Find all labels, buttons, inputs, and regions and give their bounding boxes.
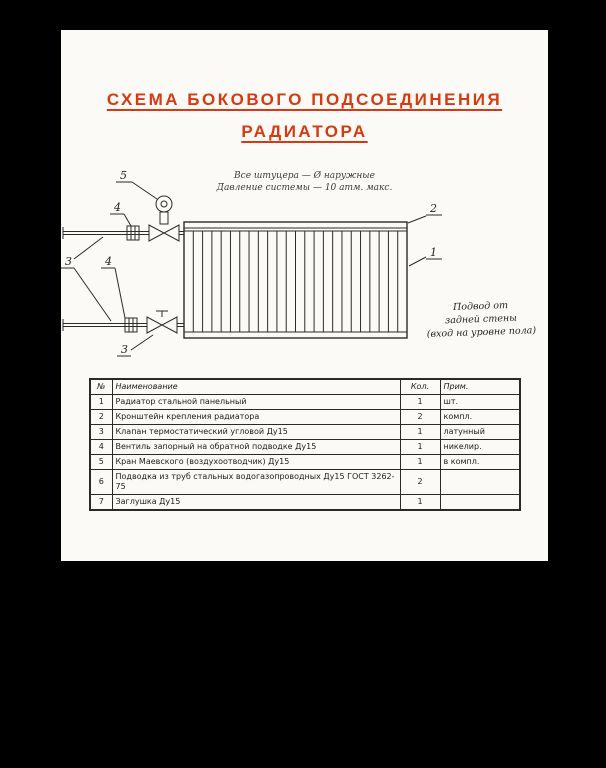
svg-text:3: 3 xyxy=(65,255,72,268)
return-pipe xyxy=(62,317,184,333)
bom-cell-num: 3 xyxy=(89,424,113,440)
bom-cell-qty: 2 xyxy=(399,409,441,425)
callout-5: 5 xyxy=(116,169,158,200)
thermostatic-valve xyxy=(148,195,180,242)
bom-header-note: Прим. xyxy=(439,378,521,395)
table-row: 3 Клапан термостатический угловой Ду15 1… xyxy=(89,424,521,440)
bom-cell-qty: 1 xyxy=(399,439,441,455)
bom-cell-qty: 1 xyxy=(399,494,441,511)
bom-cell-name: Заглушка Ду15 xyxy=(111,494,401,511)
bom-cell-name: Радиатор стальной панельный xyxy=(111,394,401,410)
radiator-diagram: 5 4 3 4 3 xyxy=(61,169,442,357)
callout-3-bottom: 3 xyxy=(117,334,154,357)
callout-4-top: 4 xyxy=(110,201,132,227)
drawing-title: СХЕМА БОКОВОГО ПОДСОЕДИНЕНИЯ РАДИАТОРА xyxy=(61,84,548,148)
bom-header-qty: Кол. xyxy=(399,378,441,395)
bom-cell-qty: 1 xyxy=(399,454,441,470)
bom-header-num: № xyxy=(89,378,113,395)
bom-cell-name: Подводка из труб стальных водогазопровод… xyxy=(111,469,401,495)
bom-cell-num: 5 xyxy=(89,454,113,470)
bom-cell-name: Кран Маевского (воздухоотводчик) Ду15 xyxy=(111,454,401,470)
bom-cell-note: компл. xyxy=(439,409,521,425)
bom-header-name: Наименование xyxy=(111,378,401,395)
svg-text:2: 2 xyxy=(429,202,437,215)
svg-text:4: 4 xyxy=(113,201,121,214)
bom-cell-num: 7 xyxy=(89,494,113,511)
bom-cell-note xyxy=(439,469,521,495)
callout-2: 2 xyxy=(407,202,442,224)
drawing-page: СХЕМА БОКОВОГО ПОДСОЕДИНЕНИЯ РАДИАТОРА В… xyxy=(61,30,548,561)
handwritten-note: Подвод от задней стены (вход на уровне п… xyxy=(412,298,549,342)
bom-cell-note: в компл. xyxy=(439,454,521,470)
table-row: 7 Заглушка Ду15 1 xyxy=(89,494,521,511)
supply-pipe xyxy=(62,225,184,241)
bom-cell-note: шт. xyxy=(439,394,521,410)
table-row: 4 Вентиль запорный на обратной подводке … xyxy=(89,439,521,455)
union-fitting-bottom xyxy=(124,317,138,333)
svg-text:5: 5 xyxy=(120,169,127,182)
callout-4-mid: 4 xyxy=(101,255,126,319)
svg-text:1: 1 xyxy=(430,246,437,259)
radiator-fins xyxy=(192,231,399,332)
union-fitting-top xyxy=(126,225,140,241)
callout-1: 1 xyxy=(408,246,442,267)
callout-3-left: 3 xyxy=(61,236,112,322)
bom-cell-qty: 2 xyxy=(399,469,441,495)
table-row: 2 Кронштейн крепления радиатора 2 компл. xyxy=(89,409,521,425)
drawing-subtitle: Все штуцера — Ø наружные Давление систем… xyxy=(61,170,548,194)
shutoff-valve xyxy=(146,310,178,334)
title-line-2: РАДИАТОРА xyxy=(241,122,368,141)
bom-cell-note: никелир. xyxy=(439,439,521,455)
bom-cell-num: 4 xyxy=(89,439,113,455)
table-row: 5 Кран Маевского (воздухоотводчик) Ду15 … xyxy=(89,454,521,470)
bom-cell-name: Кронштейн крепления радиатора xyxy=(111,409,401,425)
bom-cell-num: 6 xyxy=(89,469,113,495)
bom-cell-num: 1 xyxy=(89,394,113,410)
bom-cell-note: латунный xyxy=(439,424,521,440)
bom-header-row: № Наименование Кол. Прим. xyxy=(89,378,521,395)
radiator-body xyxy=(183,221,408,339)
bill-of-materials-table: № Наименование Кол. Прим. 1 Радиатор ста… xyxy=(89,378,521,511)
svg-text:4: 4 xyxy=(104,255,112,268)
bom-cell-num: 2 xyxy=(89,409,113,425)
bom-cell-qty: 1 xyxy=(399,424,441,440)
bom-cell-qty: 1 xyxy=(399,394,441,410)
bom-cell-name: Клапан термостатический угловой Ду15 xyxy=(111,424,401,440)
title-line-1: СХЕМА БОКОВОГО ПОДСОЕДИНЕНИЯ xyxy=(106,90,503,109)
svg-text:3: 3 xyxy=(121,343,128,356)
bom-cell-name: Вентиль запорный на обратной подводке Ду… xyxy=(111,439,401,455)
bom-cell-note xyxy=(439,494,521,511)
subtitle-line-1: Все штуцера — Ø наружные xyxy=(234,171,375,181)
subtitle-line-2: Давление системы — 10 атм. макс. xyxy=(216,183,393,193)
table-row: 1 Радиатор стальной панельный 1 шт. xyxy=(89,394,521,410)
table-row: 6 Подводка из труб стальных водогазопров… xyxy=(89,469,521,495)
